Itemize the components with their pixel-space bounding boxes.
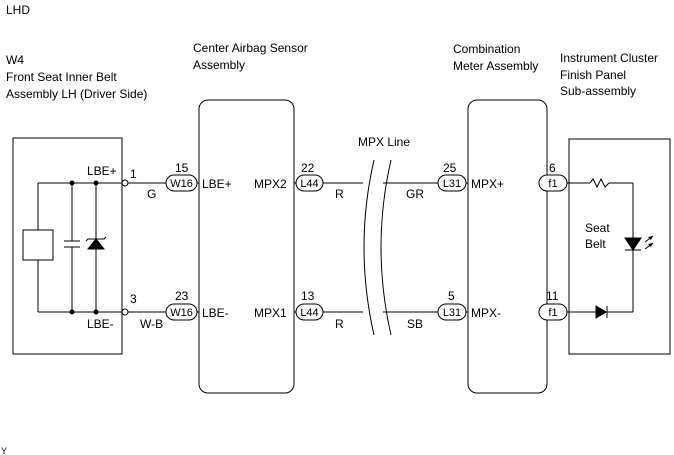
svg-text:Front Seat Inner Belt: Front Seat Inner Belt xyxy=(6,70,117,84)
svg-text:Meter Assembly: Meter Assembly xyxy=(453,59,538,73)
pin-l44-22: 22 xyxy=(301,161,315,175)
svg-text:Sub-assembly: Sub-assembly xyxy=(560,84,636,98)
wire-break-mark-left xyxy=(363,159,375,336)
wire-color-mpx-bottom-right: SB xyxy=(407,317,423,331)
pin-f1-11: 11 xyxy=(546,289,559,303)
connector-l31-top-label: L31 xyxy=(443,178,461,190)
pin-l31-5: 5 xyxy=(448,289,455,303)
connector-f1-top-label: f1 xyxy=(548,178,557,190)
drive-side-label: LHD xyxy=(6,3,30,17)
pin-w4-3: 3 xyxy=(130,292,137,306)
svg-text:Belt: Belt xyxy=(585,237,606,251)
finish-panel-title: Instrument Cluster Finish Panel Sub-asse… xyxy=(560,51,658,98)
airbag-terminal-plus: LBE+ xyxy=(202,177,232,191)
connector-w16-top-label: W16 xyxy=(170,178,193,190)
terminal-open-circle xyxy=(121,179,129,187)
airbag-terminal-mpx2: MPX2 xyxy=(254,177,287,191)
belt-terminal-minus: LBE- xyxy=(87,317,114,331)
panel-internal-circuit xyxy=(569,177,654,319)
airbag-terminal-mpx1: MPX1 xyxy=(254,306,287,320)
pin-f1-6: 6 xyxy=(549,161,556,175)
svg-text:Assembly: Assembly xyxy=(193,58,245,72)
airbag-terminal-minus: LBE- xyxy=(202,306,229,320)
belt-terminal-plus: LBE+ xyxy=(87,164,117,178)
airbag-sensor-box xyxy=(198,99,295,394)
meter-assembly-title: Combination Meter Assembly xyxy=(453,42,538,73)
resistor-icon xyxy=(589,177,610,189)
mpx-line-label: MPX Line xyxy=(358,135,410,149)
pin-l44-13: 13 xyxy=(301,289,315,303)
diode-icon xyxy=(595,305,607,319)
connector-l44-bottom-label: L44 xyxy=(300,307,318,319)
pin-w16-23: 23 xyxy=(175,289,189,303)
connector-w16-top xyxy=(165,174,198,192)
wire-color-belt-top: G xyxy=(147,187,156,201)
meter-terminal-minus: MPX- xyxy=(471,306,501,320)
pin-w4-1: 1 xyxy=(130,167,137,181)
footer-mark: Y xyxy=(1,446,7,455)
svg-text:Combination: Combination xyxy=(453,42,520,56)
svg-text:Center Airbag Sensor: Center Airbag Sensor xyxy=(193,41,308,55)
wire-color-mpx-bottom-left: R xyxy=(335,317,344,331)
belt-internal-circuit xyxy=(22,180,122,315)
pin-w16-15: 15 xyxy=(175,161,189,175)
meter-terminal-plus: MPX+ xyxy=(471,177,504,191)
svg-text:Finish Panel: Finish Panel xyxy=(560,68,626,82)
terminal-open-circle xyxy=(121,308,129,316)
connector-l31-bottom-label: L31 xyxy=(443,307,461,319)
wire-break-mark-right xyxy=(380,159,392,336)
belt-switch-symbol xyxy=(22,229,54,261)
airbag-sensor-title: Center Airbag Sensor Assembly xyxy=(193,41,308,72)
finish-panel-box xyxy=(568,138,671,355)
connector-l44-top-label: L44 xyxy=(300,178,318,190)
wire-color-belt-bottom: W-B xyxy=(140,317,163,331)
belt-assembly-title: W4 Front Seat Inner Belt Assembly LH (Dr… xyxy=(6,53,147,101)
wire-color-mpx-top-left: R xyxy=(335,187,344,201)
led-icon xyxy=(624,237,642,251)
svg-text:W4: W4 xyxy=(6,53,24,67)
connector-w16-bottom-label: W16 xyxy=(170,307,193,319)
svg-text:Instrument Cluster: Instrument Cluster xyxy=(560,51,658,65)
wire-color-mpx-top-right: GR xyxy=(406,187,424,201)
meter-assembly-box xyxy=(467,99,548,394)
pin-l31-25: 25 xyxy=(443,161,457,175)
connector-w16-bottom xyxy=(165,303,198,321)
connector-f1-bottom-label: f1 xyxy=(548,307,557,319)
seat-belt-indicator-label: Seat Belt xyxy=(585,221,610,251)
svg-text:Seat: Seat xyxy=(585,221,610,235)
svg-text:Assembly LH (Driver Side): Assembly LH (Driver Side) xyxy=(6,87,147,101)
